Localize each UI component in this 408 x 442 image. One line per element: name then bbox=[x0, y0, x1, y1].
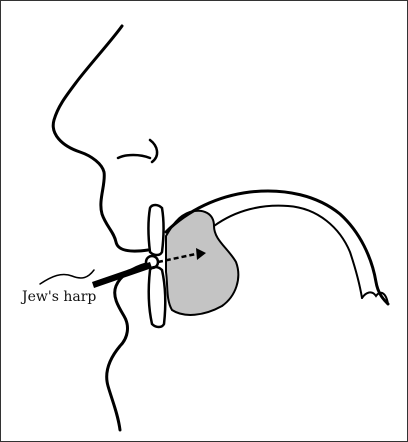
chin-profile bbox=[107, 264, 146, 430]
jews-harp-frame bbox=[146, 256, 158, 268]
mouth-cavity bbox=[166, 211, 238, 315]
jews-harp-instrument bbox=[92, 262, 152, 288]
lower-incisor bbox=[149, 267, 166, 327]
jews-harp-label: Jew's harp bbox=[22, 290, 96, 304]
nostril-wing bbox=[150, 140, 157, 162]
label-leader-line bbox=[40, 270, 94, 284]
nostril bbox=[118, 155, 150, 158]
upper-incisor bbox=[149, 205, 164, 255]
face-profile bbox=[53, 26, 148, 251]
